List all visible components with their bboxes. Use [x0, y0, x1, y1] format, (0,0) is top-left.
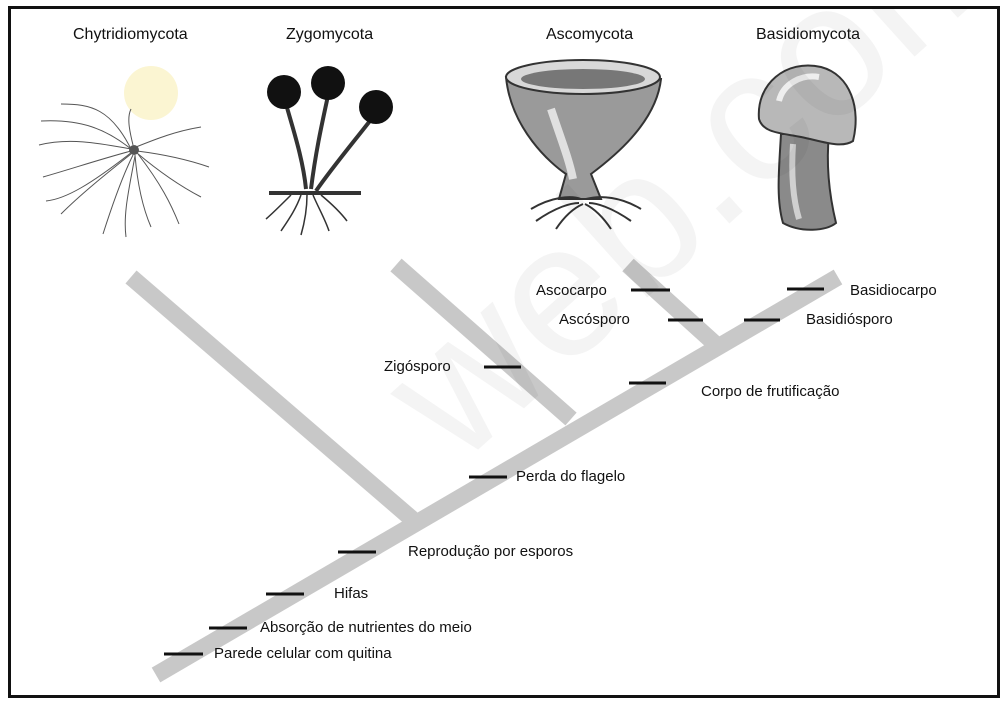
- trait-label-zigosporo: Zigósporo: [384, 359, 451, 374]
- mushroom-illustration: [759, 66, 856, 230]
- trait-label-corpo: Corpo de frutificação: [701, 384, 839, 399]
- trait-label-ascosporo: Ascósporo: [559, 312, 630, 327]
- trait-label-basidiosporo: Basidiósporo: [806, 312, 893, 327]
- trait-label-basidiocarpo: Basidiocarpo: [850, 283, 937, 298]
- trait-label-hifas: Hifas: [334, 586, 368, 601]
- taxon-label-basidiomycota: Basidiomycota: [756, 27, 860, 43]
- taxon-label-chytridiomycota: Chytridiomycota: [73, 27, 188, 43]
- taxon-label-zygomycota: Zygomycota: [286, 27, 373, 43]
- cladogram-figure: web.com Chytridiomycota Zygomycota Ascom…: [8, 6, 1000, 698]
- trait-label-absorcao: Absorção de nutrientes do meio: [260, 620, 472, 635]
- zygomycete-illustration: [266, 66, 393, 235]
- ascocarp-illustration: [506, 60, 661, 229]
- trait-label-flagelo: Perda do flagelo: [516, 469, 625, 484]
- cladogram-svg: [11, 9, 997, 695]
- branch-ascomycota: [628, 265, 723, 351]
- trait-label-ascocarpo: Ascocarpo: [536, 283, 607, 298]
- branch-chytridiomycota: [131, 277, 412, 519]
- chytrid-illustration: [39, 66, 209, 237]
- trait-label-parede: Parede celular com quitina: [214, 646, 392, 661]
- trait-label-reproducao: Reprodução por esporos: [408, 544, 573, 559]
- taxon-label-ascomycota: Ascomycota: [546, 27, 633, 43]
